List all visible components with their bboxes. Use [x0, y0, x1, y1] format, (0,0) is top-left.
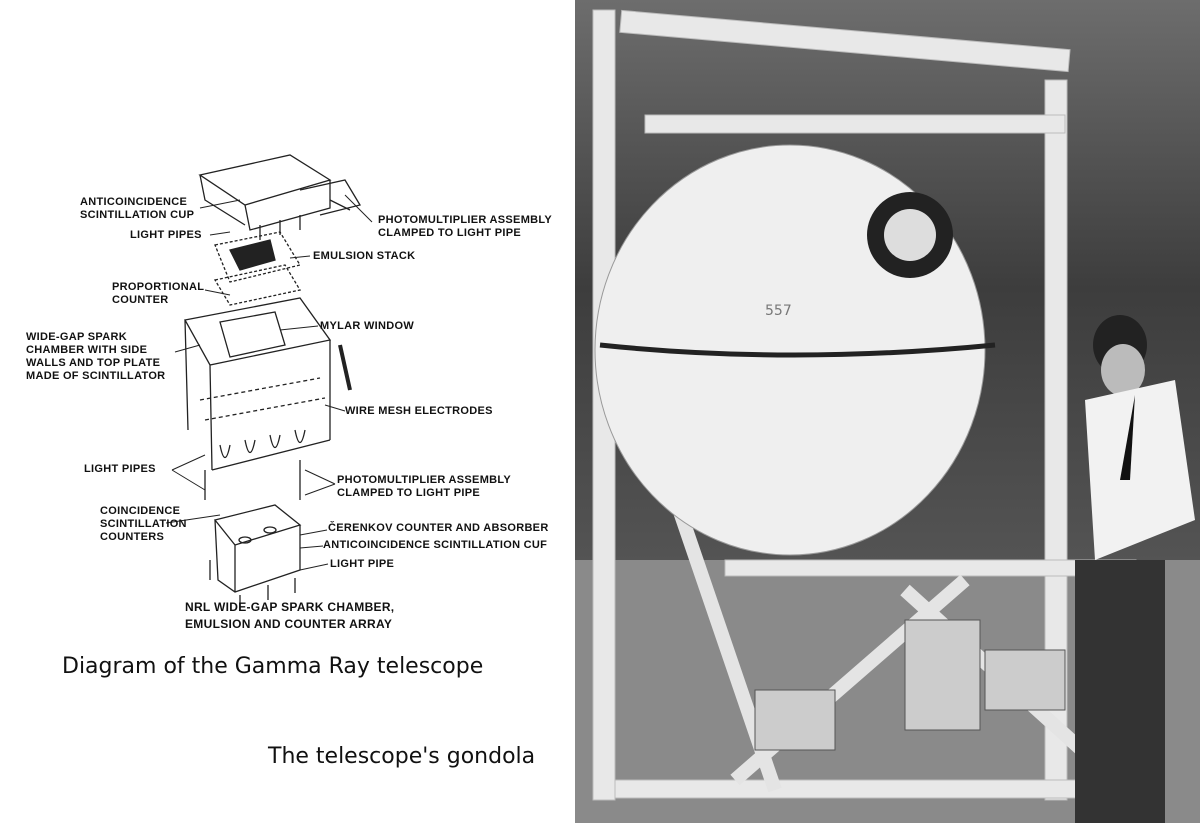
label-anticoincidence-cup: ANTICOINCIDENCE SCINTILLATION CUP [80, 196, 195, 221]
sphere-marking: 557 [765, 303, 792, 319]
spark-chamber-shape [183, 297, 332, 471]
label-wire-mesh: WIRE MESH ELECTRODES [345, 405, 493, 417]
diagram-caption: Diagram of the Gamma Ray telescope [62, 654, 484, 679]
label-mylar-window: MYLAR WINDOW [320, 320, 415, 332]
label-emulsion-stack: EMULSION STACK [313, 250, 416, 262]
technician [1075, 315, 1195, 823]
photo-caption: The telescope's gondola [268, 744, 536, 769]
label-spark-chamber: WIDE-GAP SPARK CHAMBER WITH SIDE WALLS A… [26, 331, 166, 382]
photomultiplier-tubes-top [299, 179, 362, 216]
anticoincidence-cup-shape [198, 154, 332, 231]
mylar-window-shape [219, 311, 286, 358]
proportional-counter-shape [213, 264, 302, 306]
frame-beam-top [619, 9, 1071, 73]
label-anticoincidence-cup-bottom: ANTICOINCIDENCE SCINTILLATION CUF [323, 539, 548, 551]
emulsion-stack-shape [214, 231, 302, 283]
label-light-pipes-top: LIGHT PIPES [130, 229, 202, 241]
label-photomultiplier-mid: PHOTOMULTIPLIER ASSEMBLY CLAMPED TO LIGH… [337, 474, 512, 499]
diagram-title: NRL WIDE-GAP SPARK CHAMBER, EMULSION AND… [185, 600, 395, 631]
label-light-pipe-bottom: LIGHT PIPE [330, 558, 395, 570]
label-cerenkov: ČERENKOV COUNTER AND ABSORBER [328, 522, 549, 534]
frame-post-right [1044, 79, 1068, 801]
label-light-pipes-mid: LIGHT PIPES [84, 463, 156, 475]
label-proportional-counter: PROPORTIONAL COUNTER [112, 281, 205, 306]
telescope-exploded-diagram [165, 154, 373, 610]
label-coincidence-counters: COINCIDENCE SCINTILLATION COUNTERS [100, 505, 187, 543]
label-photomultiplier-top: PHOTOMULTIPLIER ASSEMBLY CLAMPED TO LIGH… [378, 214, 553, 239]
gondola-photo: 557 [575, 0, 1200, 823]
cerenkov-box-shape [213, 504, 302, 593]
